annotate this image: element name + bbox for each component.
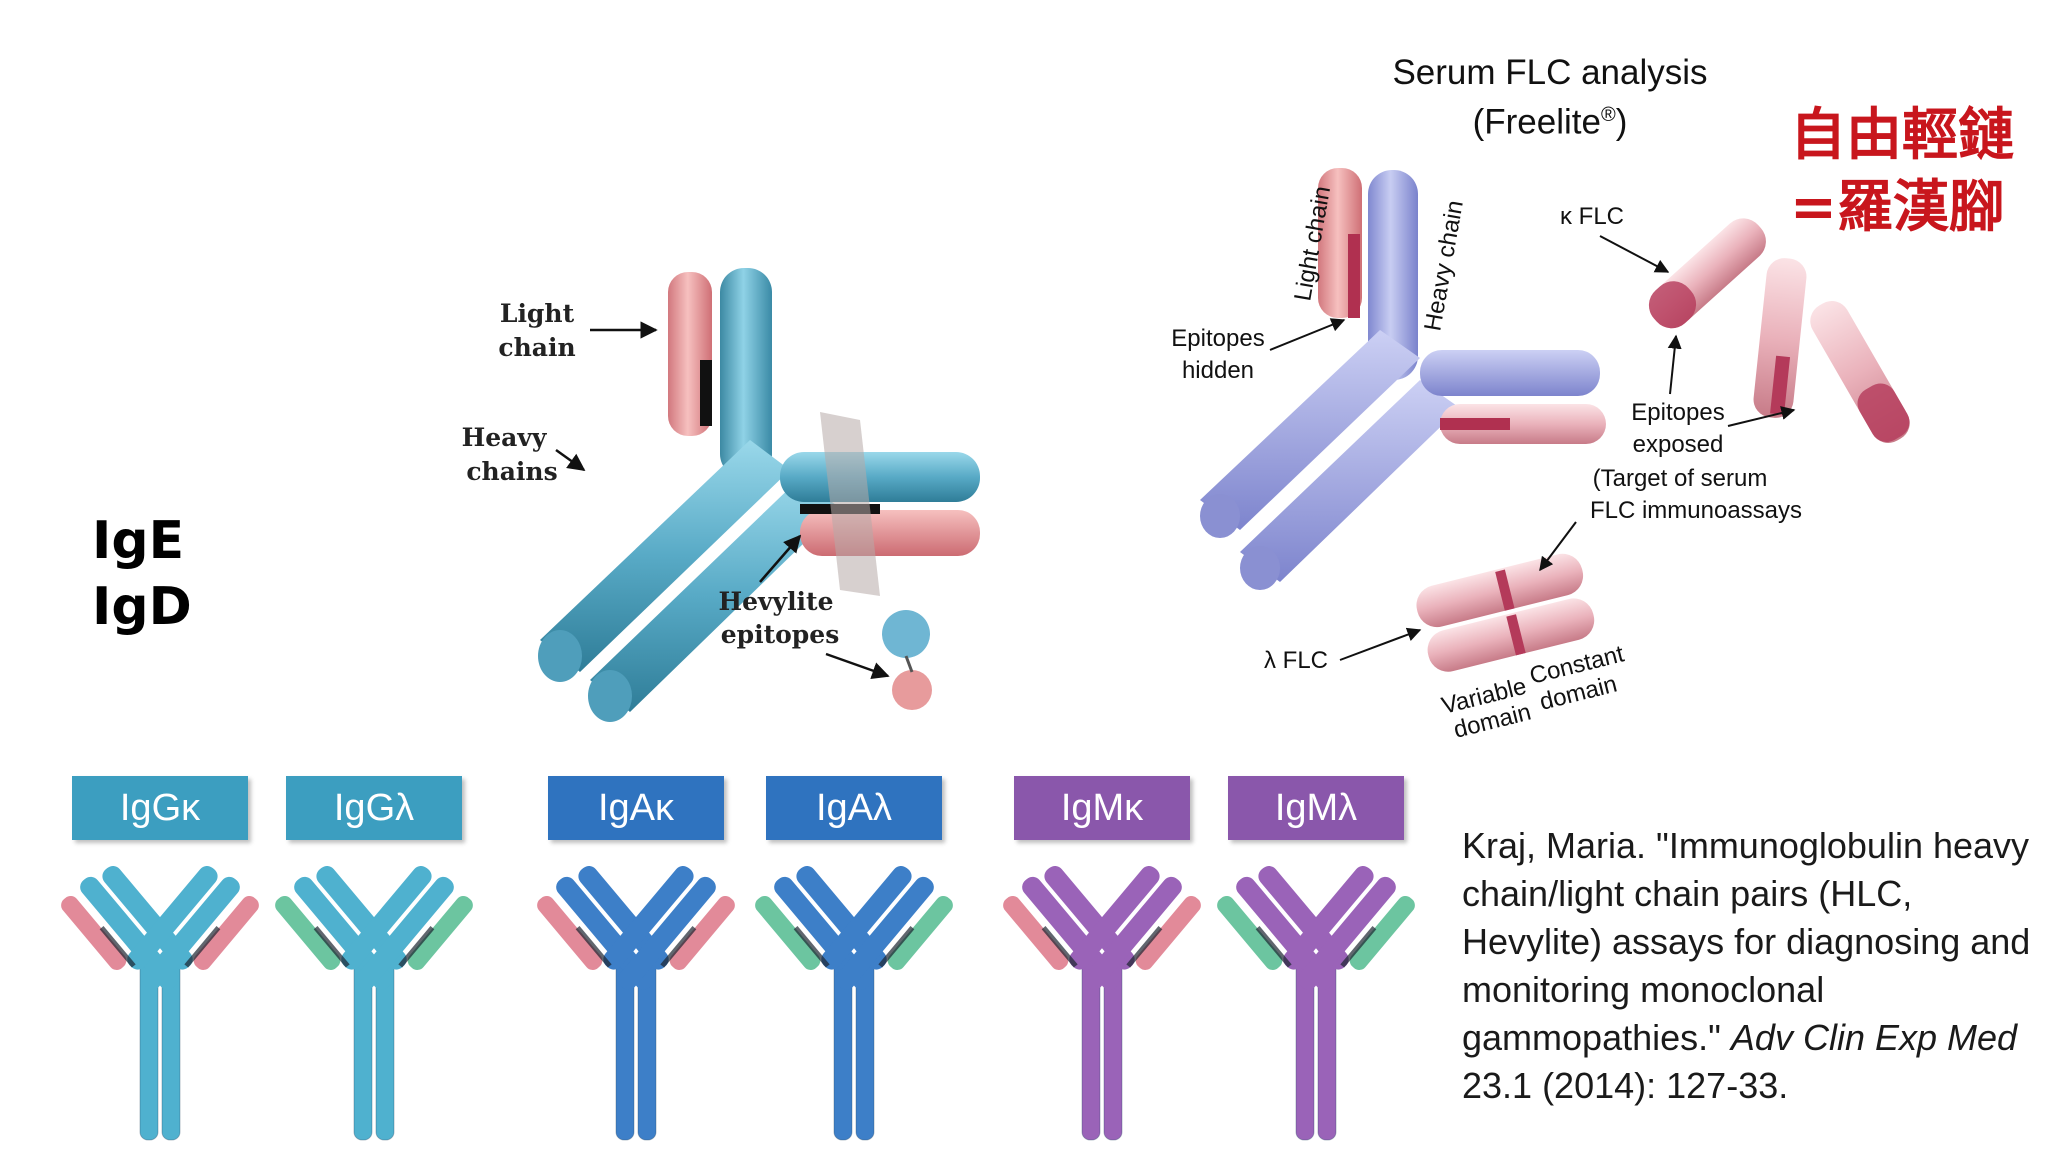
- cjk-line-2: =羅漢腳: [1790, 175, 2005, 240]
- label-epitopes-hidden-2: hidden: [1182, 357, 1254, 384]
- antibody-IgGλ: [275, 866, 473, 1141]
- isotype-antibody-row: [61, 866, 1415, 1141]
- label-hevylite-epitopes-2: epitopes: [721, 620, 840, 649]
- heavy-arm-right: [1297, 876, 1396, 990]
- flc-title-line1: Serum FLC analysis: [1392, 53, 1708, 92]
- cjk-annotation: 自由輕鏈 =羅漢腳: [1790, 100, 2014, 244]
- heavy-chain-upper-arm: [720, 268, 772, 478]
- heavy-chain-body-1: [540, 440, 790, 672]
- side-label-ige: IgE: [92, 511, 185, 571]
- flc-title-line2: (Freelite®): [1472, 102, 1628, 142]
- heavy-arm-right-2: [341, 866, 432, 970]
- arrow-epitopes-hidden: [1269, 318, 1346, 351]
- kappa-flc-2: [1753, 258, 1807, 418]
- flc-heavy-side-arm: [1420, 350, 1600, 396]
- light-chain-left: [61, 895, 127, 970]
- arrow-heavy-chains: [555, 448, 586, 472]
- epitope-plane: [820, 412, 880, 596]
- light-chain-right: [887, 895, 953, 970]
- heavy-arm-right: [141, 876, 240, 990]
- heavy-arm-right: [1083, 876, 1182, 990]
- label-light-chain-1: Light: [500, 299, 575, 328]
- arrow-lambda-flc: [1339, 627, 1422, 661]
- label-lambda-flc: λ FLC: [1264, 647, 1328, 674]
- kappa-flc-3: [1810, 301, 1910, 443]
- badge-igmk: IgMκ: [1014, 776, 1190, 840]
- hevylite-epitope-pink: [892, 670, 932, 710]
- light-chain-left: [1003, 895, 1069, 970]
- light-chain-side: [800, 510, 980, 556]
- lambda-flc-dimer: [1416, 553, 1595, 672]
- arrow-target-lambda: [1539, 521, 1577, 572]
- light-chain-right: [1135, 895, 1201, 970]
- light-chain-right: [407, 895, 473, 970]
- label-epitopes-exposed-1: Epitopes: [1631, 399, 1724, 426]
- arrow-kappa-flc: [1599, 235, 1670, 273]
- label-flc-immunoassays: FLC immunoassays: [1590, 497, 1802, 524]
- arrow-epitopes-exposed-up: [1667, 334, 1682, 395]
- label-light-chain-2: chain: [498, 333, 575, 362]
- badge-igak: IgAκ: [548, 776, 724, 840]
- heavy-arm-right-2: [603, 866, 694, 970]
- heavy-arm-right-2: [1283, 866, 1374, 970]
- heavy-arm-right-2: [127, 866, 218, 970]
- heavy-arm-left: [294, 876, 393, 990]
- label-heavy-chains-2: chains: [466, 457, 557, 486]
- badge-igal: IgAλ: [766, 776, 942, 840]
- light-chain-right: [1349, 895, 1415, 970]
- heavy-arm-right: [617, 876, 716, 990]
- cjk-line-1: 自由輕鏈: [1790, 103, 2014, 168]
- side-label-igd: IgD: [92, 577, 192, 637]
- flc-heavy-body-2: [1240, 380, 1460, 582]
- label-kappa-flc: κ FLC: [1560, 203, 1624, 230]
- label-target-serum: (Target of serum: [1593, 465, 1768, 492]
- kappa-flc-1: [1648, 218, 1766, 329]
- flc-heavy-chain-arm: [1368, 170, 1418, 380]
- label-epitopes-hidden-1: Epitopes: [1171, 325, 1264, 352]
- label-flc-heavy-chain: Heavy chain: [1419, 198, 1469, 333]
- light-chain-left: [1217, 895, 1283, 970]
- badge-igml: IgMλ: [1228, 776, 1404, 840]
- flc-bound-light-side: [1440, 404, 1606, 444]
- heavy-arm-right-2: [821, 866, 912, 970]
- badge-iggl: IgGλ: [286, 776, 462, 840]
- flc-title: Serum FLC analysis (Freelite®): [1330, 52, 1770, 144]
- heavy-arm-left: [1236, 876, 1335, 990]
- antibody-IgGκ: [61, 866, 259, 1141]
- light-chain-left: [537, 895, 603, 970]
- badge-iggk: IgGκ: [72, 776, 248, 840]
- hevylite-antibody: Light chain Heavy chains Hevylite epitop…: [462, 268, 980, 722]
- flc-heavy-body-1: [1200, 330, 1420, 530]
- heavy-arm-left: [774, 876, 873, 990]
- light-chain-right: [669, 895, 735, 970]
- citation: Kraj, Maria. "Immunoglobulin heavy chain…: [1462, 825, 2031, 1106]
- hevylite-epitope-blue: [882, 610, 930, 658]
- heavy-arm-right: [835, 876, 934, 990]
- arrow-hevylite-epitopes-up: [759, 534, 802, 583]
- heavy-arm-left: [556, 876, 655, 990]
- label-heavy-chains-1: Heavy: [462, 423, 548, 452]
- label-hevylite-epitopes-1: Hevylite: [718, 587, 833, 616]
- light-chain-right: [193, 895, 259, 970]
- light-chain-left: [755, 895, 821, 970]
- antibody-IgAλ: [755, 866, 953, 1141]
- label-epitopes-exposed-2: exposed: [1633, 431, 1724, 458]
- heavy-chain-side-arm: [780, 452, 980, 502]
- light-chain-left: [275, 895, 341, 970]
- heavy-arm-left: [1022, 876, 1121, 990]
- antibody-IgMλ: [1217, 866, 1415, 1141]
- arrow-epitopes-exposed-right: [1727, 406, 1796, 427]
- heavy-arm-right: [355, 876, 454, 990]
- antibody-IgMκ: [1003, 866, 1201, 1141]
- side-labels: IgE IgD: [92, 508, 192, 640]
- heavy-arm-right-2: [1069, 866, 1160, 970]
- antibody-IgAκ: [537, 866, 735, 1141]
- arrow-hevylite-epitopes-down: [825, 652, 890, 679]
- heavy-arm-left: [80, 876, 179, 990]
- heavy-chain-body-2: [590, 478, 840, 712]
- flc-diagram: Light chain Heavy chain Epitopes hidden …: [1171, 168, 1910, 744]
